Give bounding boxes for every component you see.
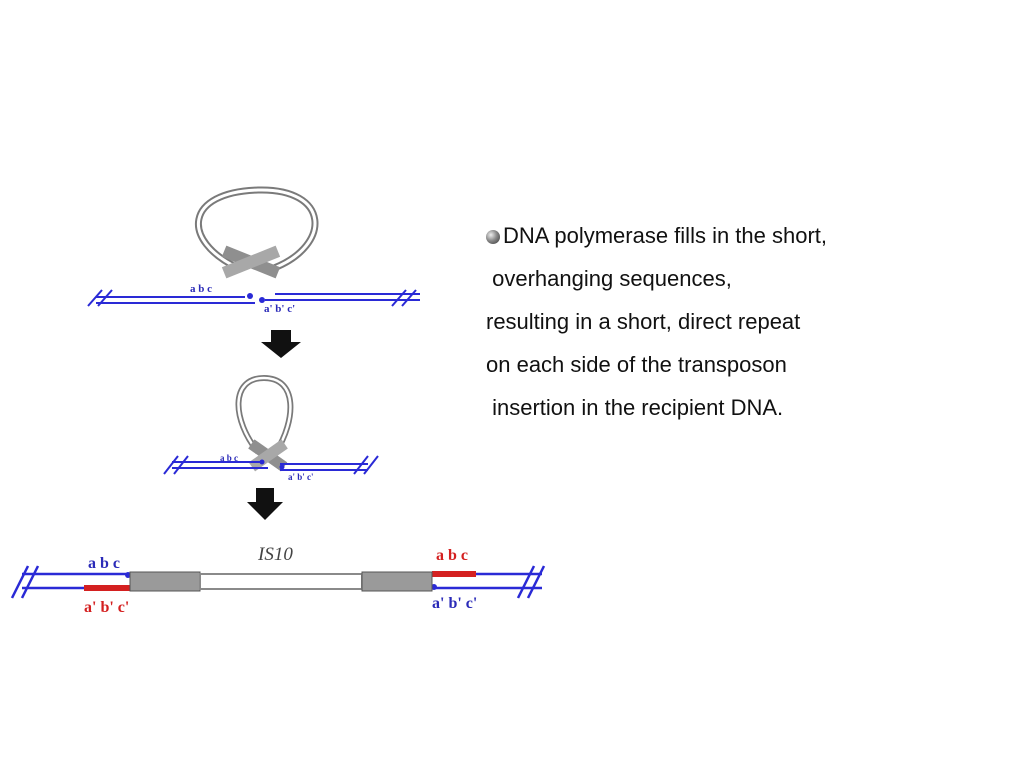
down-arrow-icon <box>247 488 283 520</box>
step2-dna-end-dot <box>259 459 265 465</box>
step2-left-seq: a b c <box>220 453 238 463</box>
step3-right-bottom-seq: a' b' c' <box>432 595 477 612</box>
text-line-5: insertion in the recipient DNA. <box>486 395 784 420</box>
step2-dna-end-dot <box>279 464 285 470</box>
is10-label: IS10 <box>257 544 293 565</box>
step1-left-seq: a b c <box>190 283 212 295</box>
text-line-4: on each side of the transposon <box>486 352 787 377</box>
step1-recipient-dna <box>87 289 420 307</box>
left-direct-repeat-bottom <box>84 585 130 591</box>
step1-dna-end-dot <box>247 293 253 299</box>
step1-right-seq: a' b' c' <box>264 303 295 315</box>
down-arrow-icon <box>261 330 301 358</box>
text-line-2: overhanging sequences, <box>486 266 732 291</box>
step3-left-top-seq: a b c <box>88 555 120 572</box>
bullet-icon <box>486 230 500 244</box>
text-line-3: resulting in a short, direct repeat <box>486 309 801 334</box>
step3-right-top-seq: a b c <box>436 547 468 564</box>
step1-transposon-loop <box>195 186 319 279</box>
is10-transposon <box>129 571 433 592</box>
step2-transposon-loop <box>235 374 294 472</box>
text-line-1-content: DNA polymerase fills in the short, <box>503 223 828 248</box>
right-direct-repeat-top <box>432 571 476 577</box>
step3-left-bottom-seq: a' b' c' <box>84 599 129 616</box>
text-line-1: DNA polymerase fills in the short, <box>486 214 1006 257</box>
step2-right-seq: a' b' c' <box>288 472 314 482</box>
step1-dna-end-dot <box>259 297 265 303</box>
explanation-text: DNA polymerase fills in the short, overh… <box>486 214 1006 429</box>
step2-recipient-dna <box>163 455 379 475</box>
